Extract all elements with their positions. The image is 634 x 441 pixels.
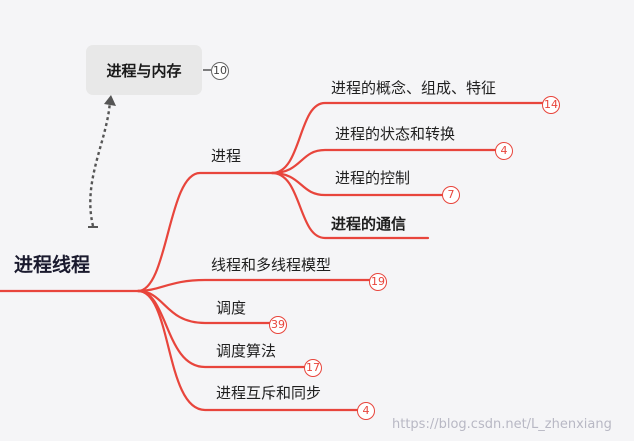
watermark-url: https://blog.csdn.net/L_zhenxiang (392, 417, 612, 432)
subtopic-process-concept[interactable]: 进程的概念、组成、特征 (331, 79, 497, 97)
root-topic[interactable]: 进程线程 (14, 254, 91, 276)
callout-count-badge: 10 (211, 62, 229, 80)
callout-box[interactable]: 进程与内存 (86, 45, 202, 95)
connector-process-state (270, 148, 505, 175)
count-badge-schedule: 39 (269, 316, 287, 334)
branch-thread[interactable]: 线程和多线程模型 (211, 256, 332, 274)
connector-process (136, 171, 274, 293)
branch-mutex[interactable]: 进程互斥和同步 (216, 384, 322, 402)
callout-label: 进程与内存 (106, 61, 182, 80)
connector-mutex (136, 289, 368, 412)
branch-process[interactable]: 进程 (211, 147, 242, 165)
count-badge-process-state: 4 (495, 142, 513, 160)
dashed-relationship-arrow (89, 99, 112, 227)
count-badge-process-control: 7 (442, 186, 460, 204)
branch-algorithm[interactable]: 调度算法 (216, 342, 277, 360)
count-badge-algorithm: 17 (304, 359, 322, 377)
arrowhead-icon (104, 95, 116, 106)
count-badge-thread: 19 (369, 273, 387, 291)
subtopic-process-state[interactable]: 进程的状态和转换 (335, 125, 456, 143)
count-badge-process-concept: 14 (542, 96, 560, 114)
connector-process-control (270, 171, 453, 197)
connector-process-comm (270, 171, 430, 240)
subtopic-process-comm[interactable]: 进程的通信 (331, 215, 407, 233)
subtopic-process-control[interactable]: 进程的控制 (335, 169, 411, 187)
connector-process-concept (270, 101, 552, 175)
count-badge-mutex: 4 (357, 402, 375, 420)
branch-schedule[interactable]: 调度 (216, 299, 247, 317)
connector-thread (136, 278, 380, 293)
